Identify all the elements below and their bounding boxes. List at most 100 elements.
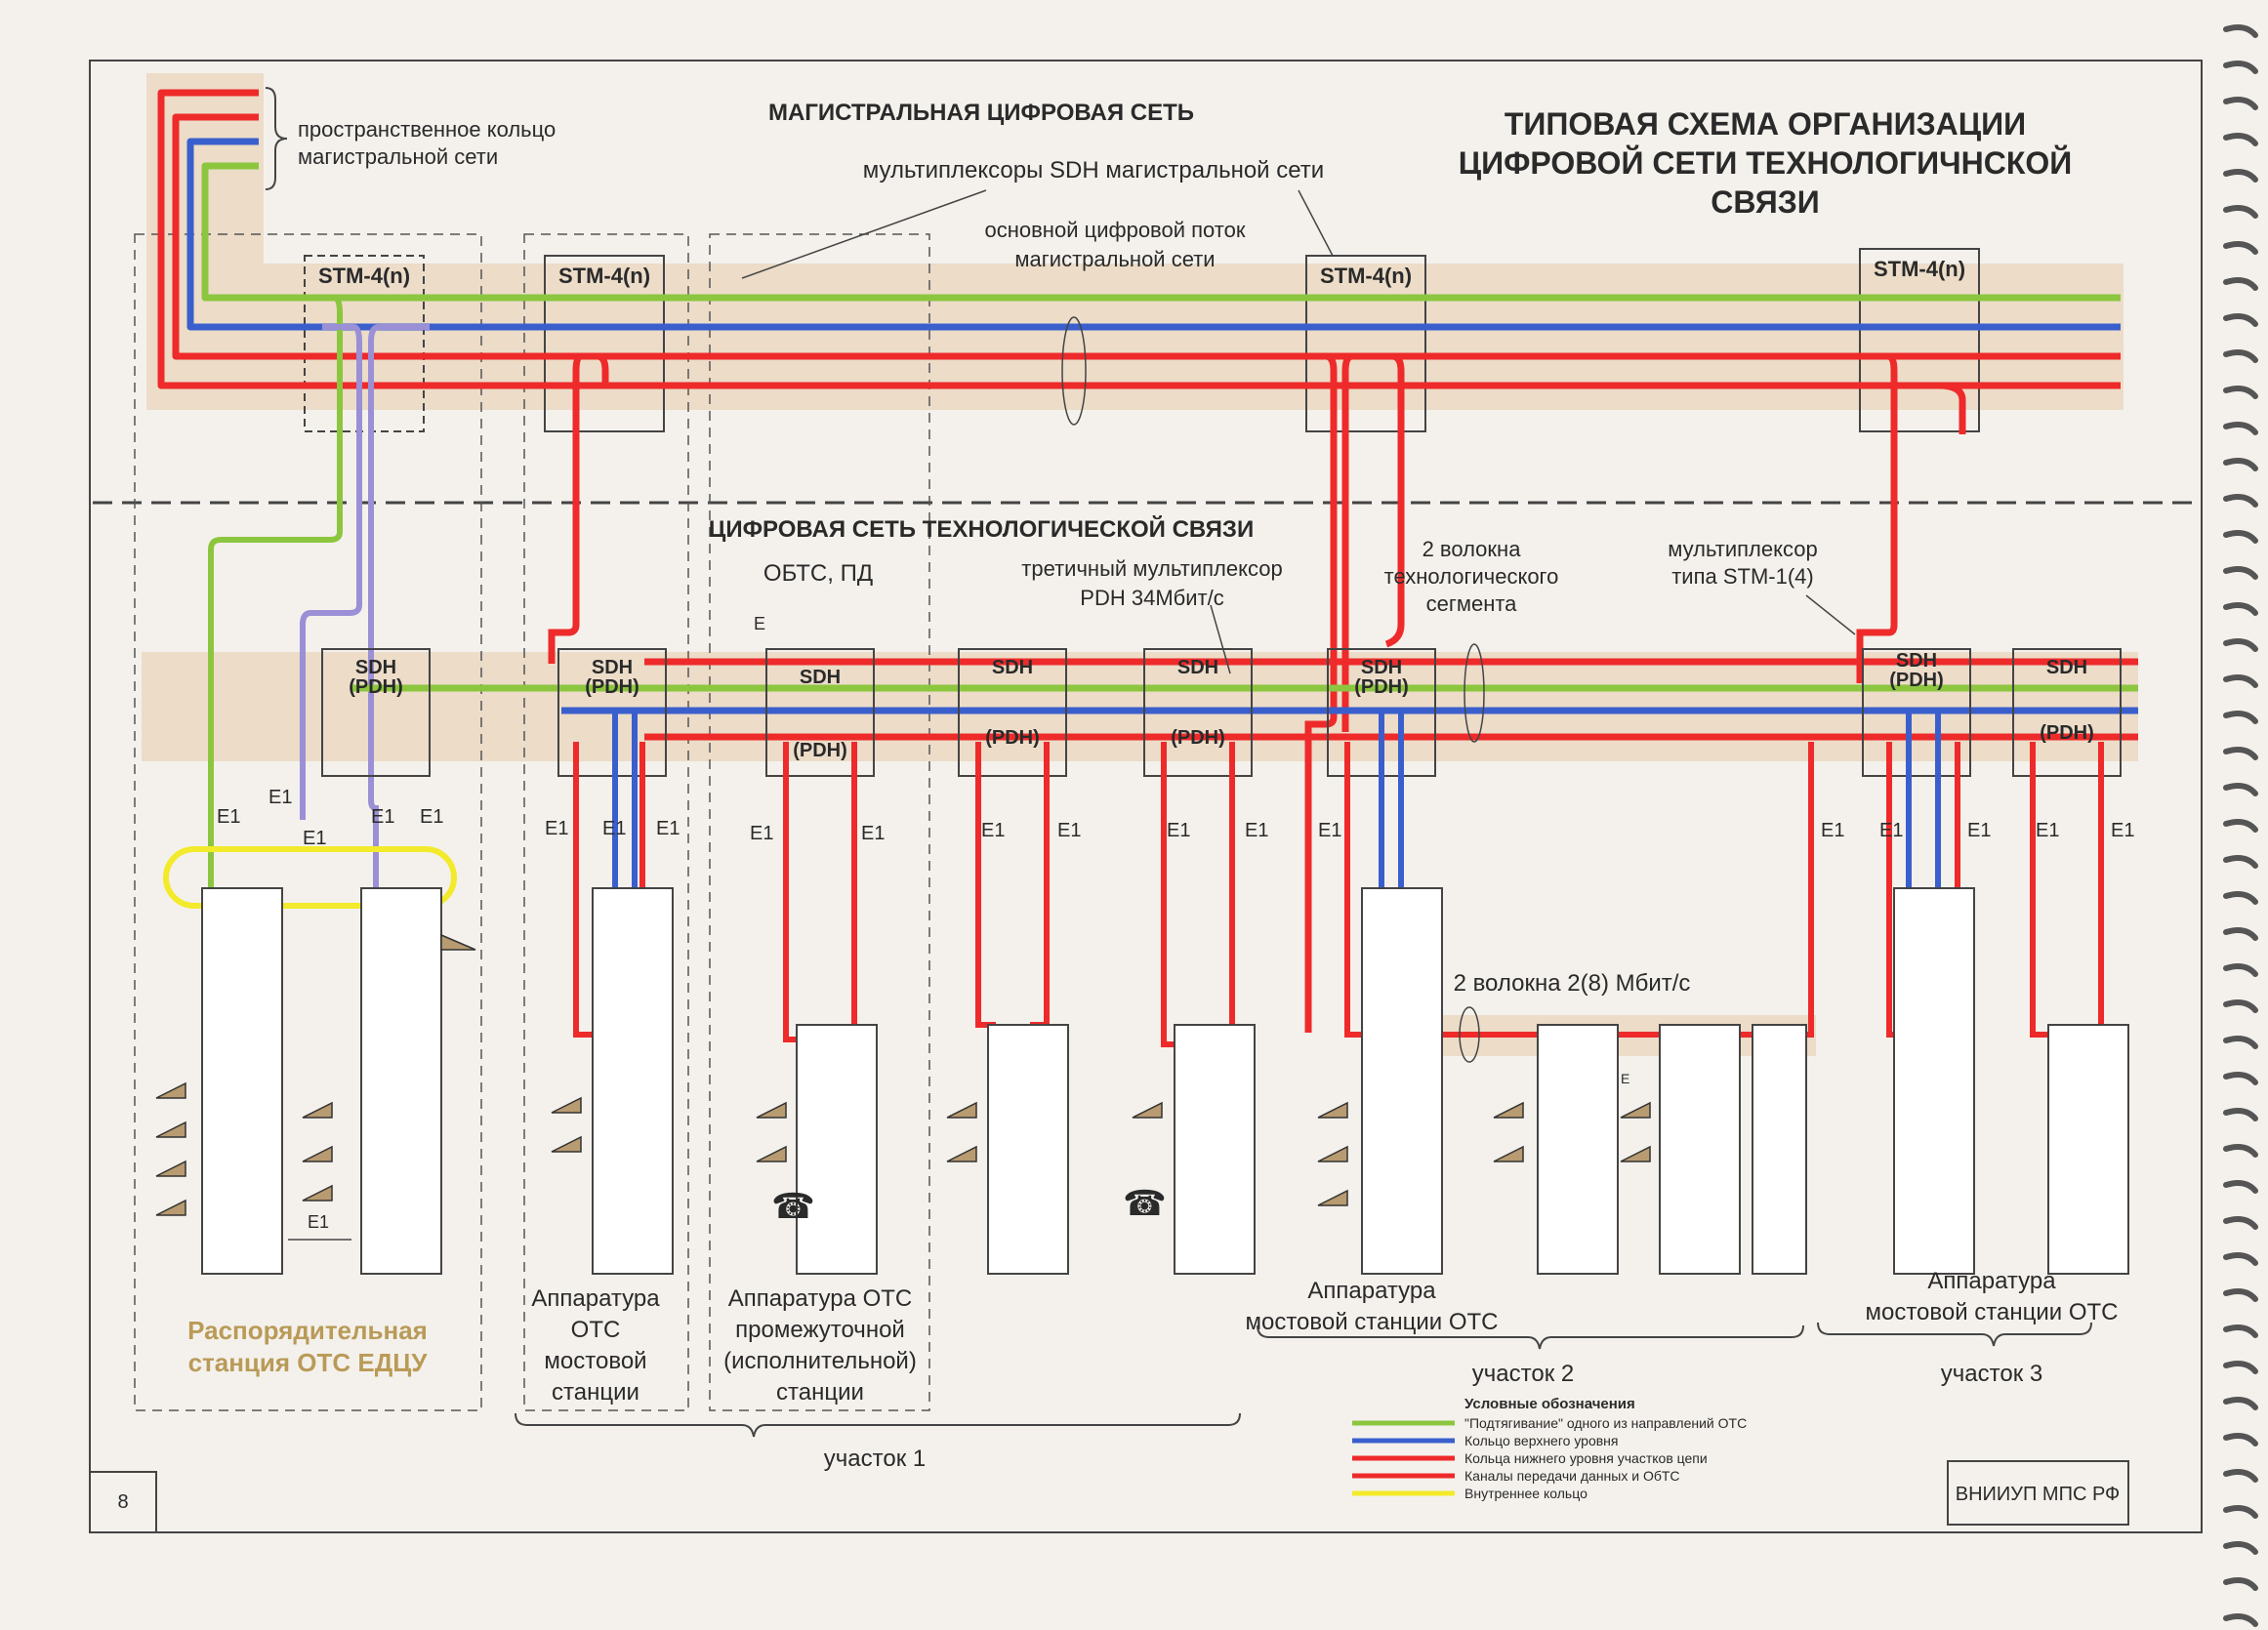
sdh-label: SDH [355, 657, 396, 678]
spiral-ring [2223, 1108, 2258, 1121]
spiral-ring [2223, 169, 2258, 183]
red-drop-line [2084, 742, 2104, 1038]
org-label: ВНИИУП МПС РФ [1956, 1484, 2121, 1505]
red-drop-line [1161, 742, 1186, 1047]
spiral-ring [2223, 494, 2258, 508]
phone-icon: ☎ [771, 1186, 815, 1226]
page-number: 8 [117, 1491, 128, 1513]
fiber2-annotation: 2 волокна 2(8) Мбит/с [1454, 970, 1691, 997]
ring-annotation: магистральной сети [298, 144, 498, 169]
green-backbone-line [201, 162, 2121, 302]
ring-bracket [265, 87, 288, 190]
sdh-node [1862, 648, 1971, 777]
spiral-ring [2223, 855, 2258, 869]
section-braces [515, 1322, 2092, 1438]
terminal-icon [1132, 1101, 1163, 1119]
terminal-icon [1620, 1101, 1651, 1119]
spiral-ring [2223, 1036, 2258, 1049]
equipment-columns [201, 887, 2129, 1275]
stm-nodes: STM-4(n) STM-4(n) STM-4(n) STM-4(n) [304, 248, 1980, 432]
dispatch-station-label: Распорядительная [187, 1316, 428, 1345]
spiral-ring [2223, 241, 2258, 255]
legend-title: Условные обозначения [1464, 1396, 1635, 1412]
spiral-ring [2223, 638, 2258, 652]
flow-annotation: магистральной сети [1014, 247, 1215, 271]
pointer-line [1805, 594, 1856, 635]
section2-label: участок 2 [1472, 1361, 1574, 1387]
obts-annotation: ОБТС, ПД [763, 560, 873, 587]
e1-label: E1 [1821, 820, 1844, 841]
red-drop-line [2030, 742, 2050, 1038]
stm-node [544, 255, 665, 432]
equipment-rack [987, 1024, 1069, 1275]
spiral-ring [2223, 963, 2258, 977]
e1-label: E1 [1057, 820, 1081, 841]
e1-label: E1 [981, 820, 1005, 841]
e1-label: E1 [2111, 820, 2134, 841]
bridge1-label: Аппаратура [531, 1285, 660, 1312]
equipment-rack [592, 887, 674, 1275]
spiral-ring [2223, 458, 2258, 471]
spiral-ring [2223, 1216, 2258, 1230]
spiral-ring [2223, 530, 2258, 544]
stm-node [304, 255, 425, 432]
bridge1-zone [523, 233, 689, 1411]
e1-label: E1 [2036, 820, 2059, 841]
stm-label: STM-4(n) [558, 264, 650, 288]
bridge2-label: Аппаратура [1307, 1278, 1436, 1304]
dispatch-drops [208, 295, 430, 893]
legend-item-label: "Подтягивание" одного из направлений ОТС [1464, 1415, 1747, 1431]
red-drop-line [1030, 742, 1050, 1028]
spiral-ring [2223, 97, 2258, 110]
spiral-ring [2223, 277, 2258, 291]
spiral-ring [2223, 1144, 2258, 1158]
stm-node [1305, 255, 1426, 432]
terminal-icon [155, 1121, 186, 1138]
title-line: ТИПОВАЯ СХЕМА ОРГАНИЗАЦИИ [1505, 106, 2026, 142]
legend-item-label: Каналы передачи данных и ОбТС [1464, 1468, 1680, 1484]
spiral-ring [2223, 1577, 2258, 1591]
spiral-ring [2223, 24, 2258, 38]
terminal-icon [1493, 1145, 1524, 1162]
spiral-ring [2223, 313, 2258, 327]
page-number-box [89, 1471, 157, 1533]
spiral-ring [2223, 1613, 2258, 1627]
sdh-node [765, 648, 875, 777]
e1-label: E1 [268, 787, 292, 808]
red-drop-line [1341, 352, 1367, 732]
spiral-ring [2223, 61, 2258, 74]
fiber-loop [1464, 643, 1485, 743]
red-backbone-line [172, 113, 2121, 360]
spiral-binding [2223, 24, 2258, 1627]
spiral-ring [2223, 927, 2258, 941]
pdh-annotation: PDH 34Мбит/с [1080, 586, 1223, 610]
sdh-node [321, 648, 431, 777]
section3-label: участок 3 [1941, 1361, 2042, 1387]
spiral-ring [2223, 783, 2258, 796]
section1-label: участок 1 [824, 1446, 926, 1472]
terminal-icons [155, 933, 1651, 1216]
red-drop-line [783, 742, 815, 1042]
backbone-section-title: МАГИСТРАЛЬНАЯ ЦИФРОВАЯ СЕТЬ [768, 100, 1194, 126]
phone-icon: ☎ [1123, 1183, 1167, 1223]
spiral-ring [2223, 205, 2258, 219]
spiral-ring [2223, 1288, 2258, 1302]
pdh-label: (PDH) [985, 727, 1040, 749]
tech-section-title: ЦИФРОВАЯ СЕТЬ ТЕХНОЛОГИЧЕСКОЙ СВЯЗИ [709, 515, 1254, 543]
terminal-icon [440, 933, 476, 951]
sdh-nodes: SDH (PDH) SDH (PDH) SDH (PDH) SDH (PDH) … [321, 648, 2122, 777]
legend: Условные обозначения "Подтягивание" одно… [1352, 1396, 1747, 1501]
red-drop-line [586, 352, 609, 386]
red-drop-line [1216, 742, 1235, 1047]
terminal-icon [946, 1145, 977, 1162]
e1-label: E1 [420, 806, 443, 828]
legend-item-label: Кольца нижнего уровня участков цепи [1464, 1450, 1708, 1466]
sdh-node [958, 648, 1067, 777]
e1-label: E1 [217, 806, 240, 828]
pdh-label: (PDH) [585, 676, 639, 698]
terminal-icon [551, 1135, 582, 1153]
sdh-label: SDH [1896, 650, 1937, 672]
spiral-ring [2223, 1361, 2258, 1374]
e1-label: E1 [545, 818, 568, 839]
bridge3-label: Аппаратура [1927, 1268, 2056, 1294]
